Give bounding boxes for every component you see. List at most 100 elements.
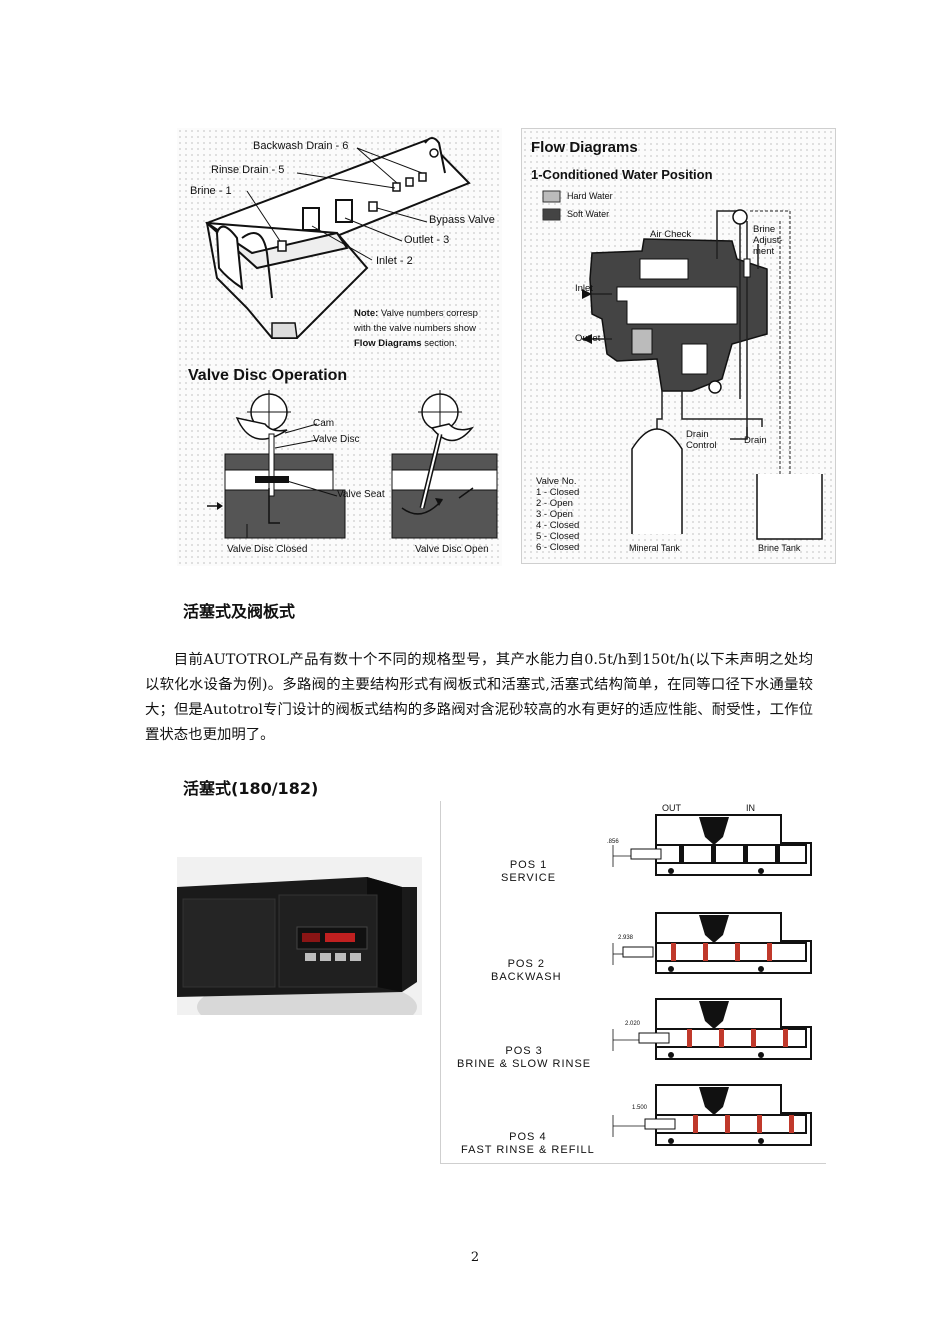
label-bypass-valve: Bypass Valve bbox=[429, 214, 495, 226]
legend-soft-water: Soft Water bbox=[567, 209, 610, 219]
label-cam: Cam bbox=[313, 418, 335, 429]
piston-seal bbox=[735, 943, 740, 961]
label-inlet: Inlet - 2 bbox=[376, 255, 413, 267]
page-number: 2 bbox=[470, 1250, 480, 1265]
valve-center-wedge bbox=[699, 817, 729, 845]
note-line2: with the valve numbers show bbox=[354, 323, 476, 334]
piston-seal bbox=[757, 1115, 762, 1133]
pos-2-dim: 2.938 bbox=[618, 935, 634, 941]
label-outlet: Outlet bbox=[575, 333, 601, 344]
valve-disc-figure: Backwash Drain - 6 Rinse Drain - 5 Brine… bbox=[177, 128, 502, 566]
brine-adj-line1: Brine bbox=[753, 224, 776, 235]
label-outlet: Outlet - 3 bbox=[404, 234, 450, 246]
valve-state-5: 5 - Closed bbox=[536, 531, 580, 542]
flow-diagram-drawing bbox=[542, 190, 823, 540]
piston-rod bbox=[630, 848, 662, 860]
piston-rod bbox=[644, 1118, 676, 1130]
piston-seal bbox=[711, 845, 716, 863]
valve-state-3: 3 - Open bbox=[536, 509, 573, 520]
piston-seal bbox=[725, 1115, 730, 1133]
piston-seal bbox=[783, 1029, 788, 1047]
flow-diagram-figure: Flow Diagrams 1-Conditioned Water Positi… bbox=[521, 128, 836, 564]
label-drain: Drain bbox=[744, 435, 767, 446]
piston-positions-figure: OUT IN POS 1 SERVICE POS 2 BACKWASH POS … bbox=[440, 801, 826, 1164]
pos-1-mode: SERVICE bbox=[501, 872, 557, 884]
label-brine-adjustment: Brine Adjust- ment bbox=[753, 224, 783, 257]
pos-1-label: POS 1 SERVICE bbox=[501, 859, 556, 885]
piston-rows bbox=[612, 814, 812, 1146]
valve-state-1: 1 - Closed bbox=[536, 487, 580, 498]
valve-state-list: Valve No. 1 - Closed 2 - Open 3 - Open 4… bbox=[536, 476, 579, 553]
piston-seal bbox=[703, 943, 708, 961]
label-valve-seat: Valve Seat bbox=[337, 489, 385, 500]
label-out: OUT bbox=[662, 803, 681, 813]
pos-3-dim: 2.020 bbox=[625, 1021, 641, 1027]
note-bold: Note: bbox=[354, 308, 379, 319]
pos-2-title: POS 2 bbox=[507, 958, 545, 970]
valve-state-4: 4 - Closed bbox=[536, 520, 580, 531]
valve-center-wedge bbox=[699, 915, 729, 943]
valve-center-wedge bbox=[699, 1087, 729, 1115]
piston-seal bbox=[687, 1029, 692, 1047]
label-air-check: Air Check bbox=[650, 229, 692, 240]
piston-rod bbox=[622, 946, 654, 958]
pos-4-mode: FAST RINSE & REFILL bbox=[461, 1144, 595, 1156]
pos-3-label: POS 3 BRINE & SLOW RINSE bbox=[457, 1045, 591, 1071]
pos-3-title: POS 3 bbox=[505, 1045, 543, 1057]
piston-bore bbox=[655, 1114, 807, 1134]
piston-seal bbox=[743, 845, 748, 863]
note-line3-rest: section. bbox=[421, 338, 457, 349]
controller-photo-drawing bbox=[177, 877, 417, 1015]
section-heading-1: 活塞式及阀板式 bbox=[183, 602, 296, 621]
label-mineral-tank: Mineral Tank bbox=[629, 543, 680, 553]
valve-plate-drawing bbox=[205, 137, 498, 539]
piston-seal bbox=[719, 1029, 724, 1047]
piston-positions-drawing bbox=[612, 814, 812, 1146]
piston-seal bbox=[671, 943, 676, 961]
port-dot bbox=[668, 1052, 674, 1058]
label-disc-closed: Valve Disc Closed bbox=[227, 544, 308, 555]
port-dot bbox=[668, 868, 674, 874]
valve-header: Valve No. bbox=[536, 476, 577, 487]
valve-state-2: 2 - Open bbox=[536, 498, 573, 509]
pos-3-mode: BRINE & SLOW RINSE bbox=[457, 1058, 592, 1070]
label-backwash-drain: Backwash Drain - 6 bbox=[253, 140, 349, 152]
valve-state-6: 6 - Closed bbox=[536, 542, 580, 553]
port-dot bbox=[758, 868, 764, 874]
piston-seal bbox=[775, 845, 780, 863]
piston-bore bbox=[655, 844, 807, 864]
piston-bore bbox=[655, 942, 807, 962]
pos-2-label: POS 2 BACKWASH bbox=[491, 958, 562, 984]
label-brine-tank: Brine Tank bbox=[758, 543, 801, 553]
drain-control-line2: Control bbox=[686, 440, 717, 451]
valve-note: Note: Valve numbers corresp with the val… bbox=[354, 306, 478, 351]
label-disc-open: Valve Disc Open bbox=[415, 544, 489, 555]
piston-seal bbox=[679, 845, 684, 863]
label-rinse-drain: Rinse Drain - 5 bbox=[211, 164, 285, 176]
note-line1: Valve numbers corresp bbox=[378, 308, 478, 319]
note-line3-bold: Flow Diagrams bbox=[354, 338, 422, 349]
port-dot bbox=[758, 966, 764, 972]
pos-2-mode: BACKWASH bbox=[491, 971, 562, 983]
label-inlet: Inlet bbox=[575, 283, 593, 294]
pos-1-dim: .856 bbox=[607, 839, 619, 845]
controller-photo bbox=[177, 857, 422, 1015]
pos-4-label: POS 4 FAST RINSE & REFILL bbox=[461, 1131, 595, 1157]
piston-seal bbox=[767, 943, 772, 961]
label-valve-disc: Valve Disc bbox=[313, 434, 360, 445]
flow-subtitle: 1-Conditioned Water Position bbox=[531, 167, 713, 182]
valve-center-wedge bbox=[699, 1001, 729, 1029]
port-dot bbox=[758, 1138, 764, 1144]
piston-rod bbox=[638, 1032, 670, 1044]
piston-seal bbox=[751, 1029, 756, 1047]
port-dot bbox=[668, 1138, 674, 1144]
label-in: IN bbox=[746, 803, 755, 813]
section-heading-2: 活塞式(180/182) bbox=[183, 779, 319, 798]
valve-disc-title: Valve Disc Operation bbox=[188, 367, 348, 384]
section-paragraph-1: 目前AUTOTROL产品有数十个不同的规格型号，其产水能力自0.5t/h到150… bbox=[145, 652, 813, 743]
brine-adj-line3: ment bbox=[753, 246, 775, 257]
pos-4-title: POS 4 bbox=[509, 1131, 547, 1143]
port-dot bbox=[668, 966, 674, 972]
piston-seal bbox=[789, 1115, 794, 1133]
flow-title: Flow Diagrams bbox=[531, 139, 638, 156]
